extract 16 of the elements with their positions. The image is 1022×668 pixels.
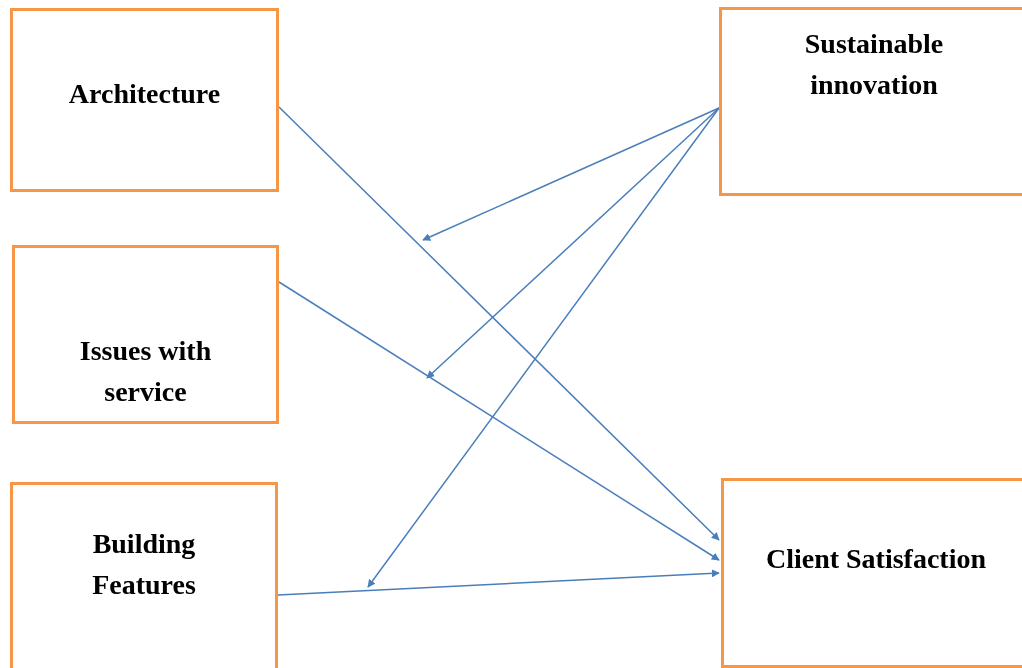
- concept-box: [10, 8, 279, 192]
- moderating-arrow: [367, 107, 720, 588]
- node-label: Issues with service: [78, 334, 213, 409]
- concept-box: [721, 478, 1022, 668]
- arrow: [278, 281, 720, 561]
- node-label: Sustainable innovation: [803, 27, 945, 102]
- arrow: [277, 569, 720, 596]
- concept-box: [12, 245, 279, 424]
- concept-box: [10, 482, 278, 668]
- concept-box: [719, 7, 1022, 196]
- moderating-arrow: [422, 107, 720, 241]
- arrow: [278, 106, 720, 541]
- node-label: Client Satisfaction: [765, 542, 987, 576]
- node-label: Architecture: [68, 77, 221, 111]
- moderating-arrow: [426, 107, 720, 379]
- node-label: Building Features: [91, 527, 197, 602]
